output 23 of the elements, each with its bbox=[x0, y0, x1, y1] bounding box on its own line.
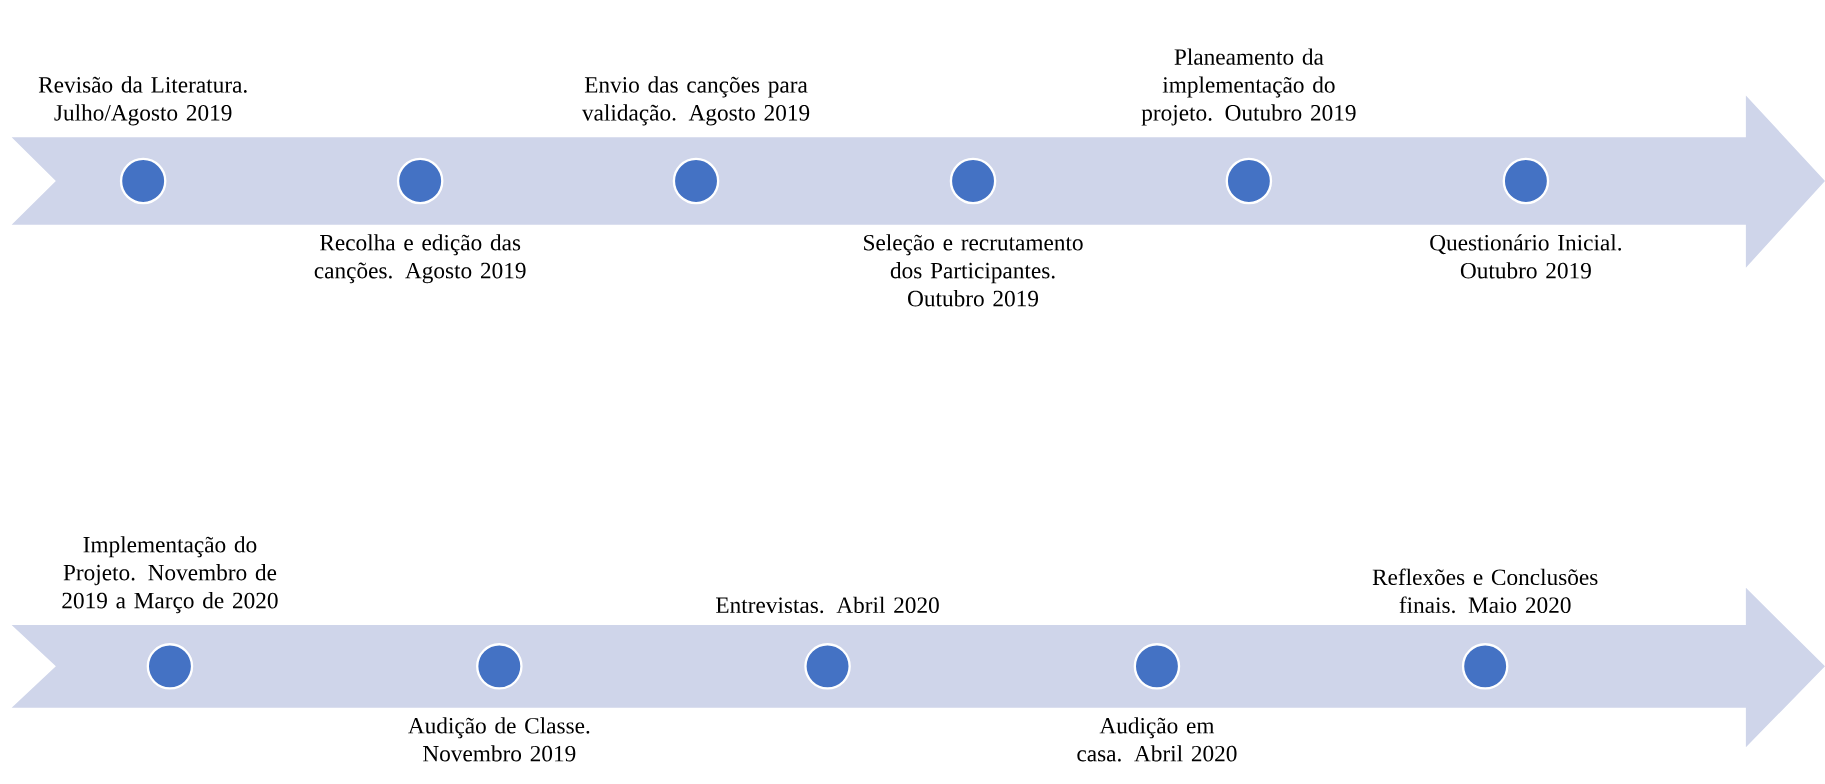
timeline-dot bbox=[1502, 157, 1550, 205]
milestone-label: Reflexões e Conclusões finais. Maio 2020 bbox=[1372, 568, 1598, 613]
timeline-dot bbox=[672, 157, 720, 205]
timeline-dot bbox=[1133, 642, 1181, 690]
timeline-dot bbox=[1225, 157, 1273, 205]
milestone-label: Planeamento da implementação do projeto. Outubro 2019 bbox=[1141, 48, 1356, 126]
milestone-label: Implementação do Projeto. Novembro de 2019 a Março de 2020 bbox=[62, 535, 278, 613]
timeline-arrow bbox=[11, 587, 1825, 747]
timeline-dot bbox=[804, 642, 851, 690]
timeline-dot bbox=[1461, 642, 1509, 690]
timeline-dot bbox=[119, 157, 167, 205]
milestone-label: Recolha e edição das canções. Agosto 2019 bbox=[314, 233, 526, 284]
timeline-dot bbox=[146, 642, 194, 690]
milestone-label: Seleção e recrutamento dos Participantes. Outubro 2019 bbox=[864, 233, 1083, 307]
milestone-label: Entrevistas. Abril 2020 bbox=[716, 596, 939, 613]
milestone-label: Audição em casa. Abril 2020 bbox=[1077, 716, 1237, 762]
timeline-dot bbox=[476, 642, 523, 690]
milestone-label: Revisão da Literatura. Julho/Agosto 2019 bbox=[38, 76, 247, 126]
timeline-dot bbox=[396, 157, 444, 205]
milestone-label: Envio das canções para validação. Agosto 2019 bbox=[581, 76, 810, 126]
milestone-label: Audição de Classe. Novembro 2019 bbox=[408, 716, 590, 762]
timeline-dot bbox=[949, 157, 997, 205]
milestone-label: Questionário Inicial. Outubro 2019 bbox=[1430, 233, 1622, 279]
